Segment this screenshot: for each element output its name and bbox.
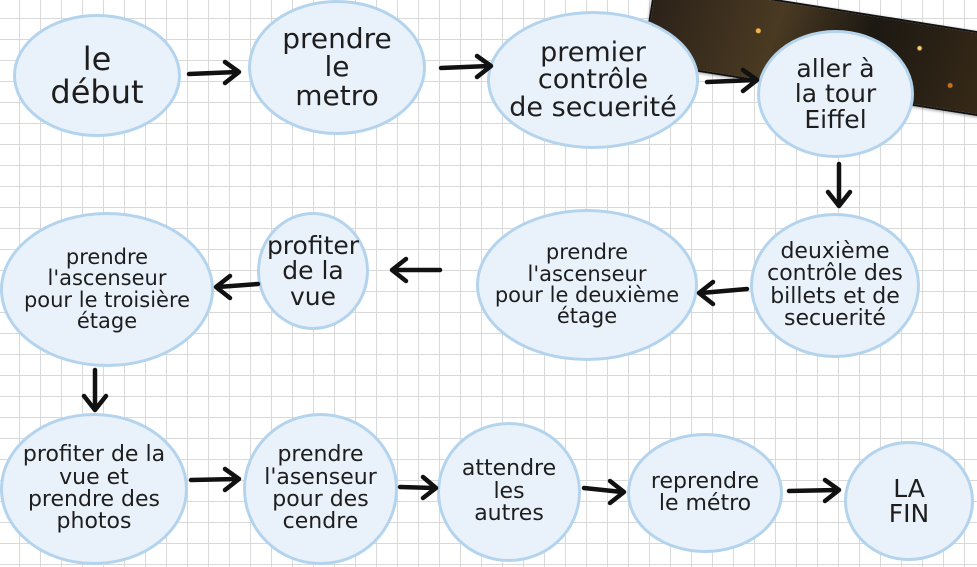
node-attendre-les-autres: attendre les autres: [437, 422, 581, 562]
node-prendre-ascenseur-deuxieme: prendre l'ascenseur pour le deuxième éta…: [476, 209, 698, 361]
arrow-right-3: [704, 67, 760, 94]
node-profiter-prendre-photos: profiter de la vue et prendre des photos: [0, 413, 188, 565]
arrow-right-6: [581, 478, 627, 506]
arrow-left-1: [696, 279, 750, 307]
arrow-left-2: [389, 256, 443, 284]
node-le-debut: le début: [13, 14, 181, 137]
arrow-right-1: [186, 59, 242, 86]
arrow-right-2: [438, 53, 494, 80]
node-reprendre-le-metro: reprendre le métro: [627, 433, 783, 553]
arrow-down-2: [81, 367, 109, 413]
arrow-right-5: [397, 474, 439, 501]
node-la-fin: LA FIN: [844, 441, 974, 561]
node-aller-tour-eiffel: aller à la tour Eiffel: [757, 30, 914, 158]
node-prendre-le-metro: prendre le metro: [248, 0, 426, 135]
arrow-down-1: [825, 161, 853, 209]
node-profiter-de-la-vue: profiter de la vue: [257, 212, 369, 330]
node-premier-controle: premier contrôle de secuerité: [487, 11, 699, 149]
node-deuxieme-controle: deuxième contrôle des billets et de secu…: [750, 213, 920, 358]
arrow-right-4: [188, 466, 242, 493]
node-prendre-ascenseur-troisieme: prendre l'ascenseur pour le troisière ét…: [0, 212, 214, 367]
arrow-left-3: [213, 273, 261, 301]
node-prendre-asenseur-descendre: prendre l'asenseur pour des cendre: [243, 413, 398, 565]
arrow-right-7: [786, 477, 842, 504]
